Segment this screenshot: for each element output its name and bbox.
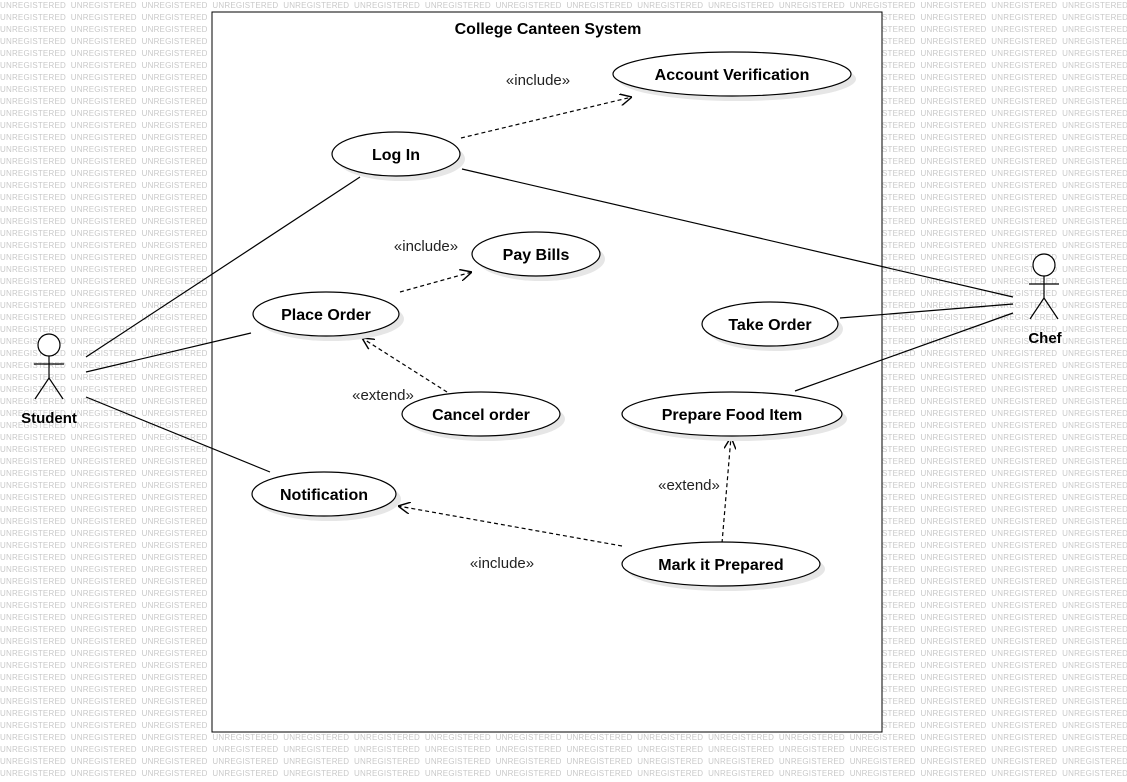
stereotype-include-login: «include»	[506, 72, 570, 89]
use-case-label: Cancel order	[432, 407, 530, 424]
system-title: College Canteen System	[455, 21, 642, 38]
extend-cancel-place-order[interactable]	[362, 338, 448, 393]
stick-figure-icon	[1029, 253, 1059, 320]
actor-student[interactable]: Student	[21, 333, 77, 427]
system-boundary[interactable]	[211, 11, 883, 733]
assoc-student-notification[interactable]	[85, 396, 271, 473]
use-case-label: Mark it Prepared	[658, 557, 783, 574]
use-case-prepare-food-item[interactable]: Prepare Food Item	[621, 391, 847, 441]
assoc-student-login[interactable]	[85, 176, 361, 358]
include-mark-notification[interactable]	[398, 506, 623, 547]
include-place-order-pay-bills[interactable]	[399, 272, 472, 293]
use-case-label: Place Order	[281, 307, 371, 324]
use-case-label: Log In	[372, 147, 420, 164]
use-case-label: Take Order	[728, 317, 811, 334]
extend-mark-prepare-food[interactable]	[721, 437, 731, 544]
dependencies	[362, 97, 731, 547]
assoc-student-place-order[interactable]	[85, 332, 252, 373]
use-case-account-verification[interactable]: Account Verification	[612, 51, 856, 101]
use-case-take-order[interactable]: Take Order	[701, 301, 843, 351]
use-case-label: Pay Bills	[503, 247, 570, 264]
actor-label: Student	[21, 410, 77, 427]
use-case-mark-it-prepared[interactable]: Mark it Prepared	[621, 541, 825, 591]
stick-figure-icon	[34, 333, 64, 400]
use-case-label: Notification	[280, 487, 368, 504]
use-case-label: Account Verification	[655, 67, 810, 84]
actor-chef[interactable]: Chef	[1028, 253, 1063, 347]
use-case-notification[interactable]: Notification	[251, 471, 401, 521]
stereotype-extend-cancel: «extend»	[352, 387, 414, 404]
stereotype-extend-mark: «extend»	[658, 477, 720, 494]
associations	[85, 168, 1014, 473]
stereotype-include-mark: «include»	[470, 555, 534, 572]
actor-label: Chef	[1028, 330, 1062, 347]
use-case-log-in[interactable]: Log In	[331, 131, 465, 181]
use-case-cancel-order[interactable]: Cancel order	[401, 391, 565, 441]
assoc-login-chef[interactable]	[461, 168, 1014, 298]
use-case-place-order[interactable]: Place Order	[252, 291, 404, 341]
stereotype-include-place-order: «include»	[394, 238, 458, 255]
assoc-take-order-chef[interactable]	[839, 303, 1014, 319]
use-case-label: Prepare Food Item	[662, 407, 802, 424]
use-case-pay-bills[interactable]: Pay Bills	[471, 231, 605, 281]
include-login-account-verification[interactable]	[460, 97, 632, 139]
assoc-prepare-food-chef[interactable]	[794, 312, 1014, 392]
